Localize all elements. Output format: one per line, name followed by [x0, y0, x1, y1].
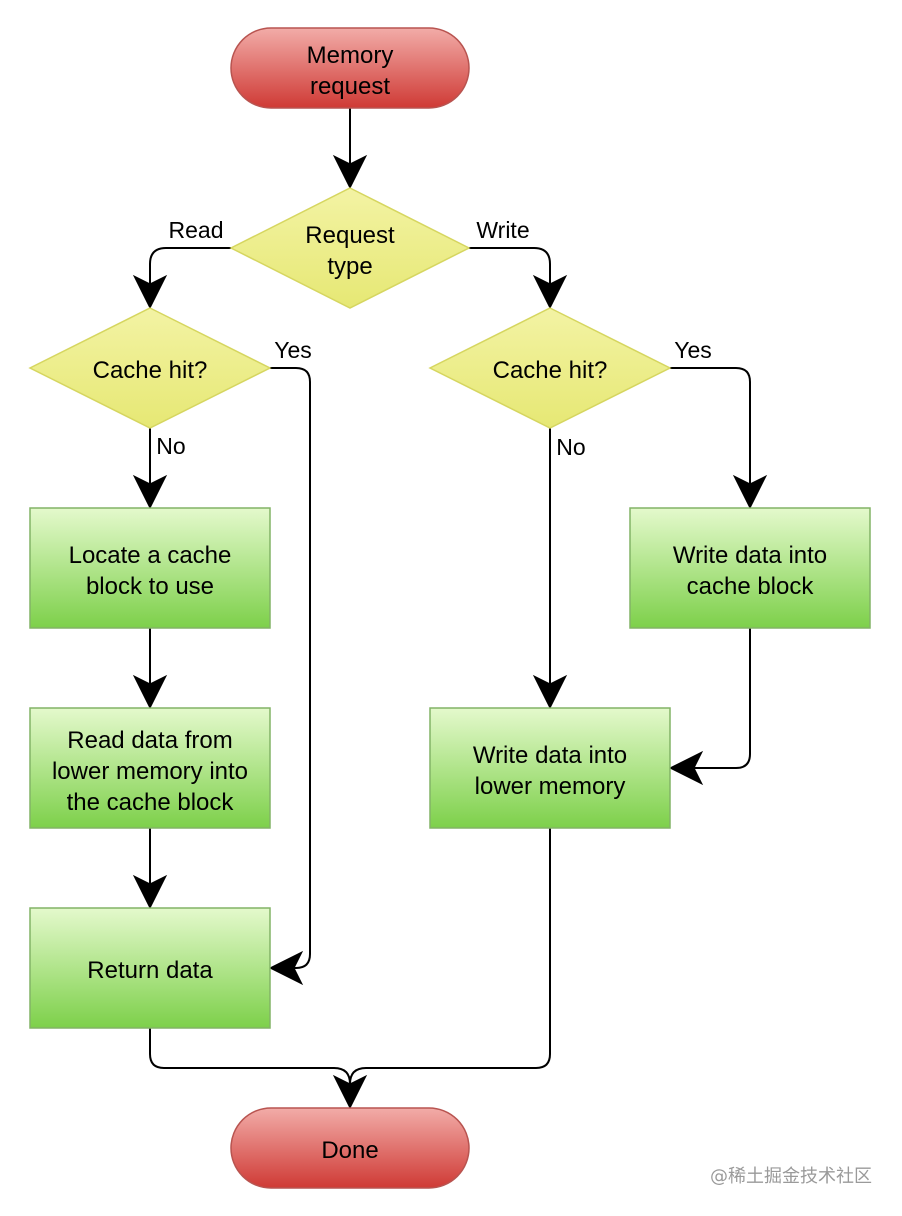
cache-hit-write-decision: Cache hit?: [428, 307, 672, 429]
locate-block-label-line2: block to use: [86, 573, 214, 600]
edge-label-write-yes: Yes: [674, 337, 712, 363]
watermark: @稀土掘金技术社区: [710, 1166, 872, 1187]
start-node: Memory request: [230, 27, 470, 109]
locate-block-process: Locate a cache block to use: [29, 507, 271, 629]
edge-read-yes: [270, 367, 311, 969]
edge-label-write-no: No: [556, 434, 585, 460]
return-data-label: Return data: [87, 957, 213, 984]
edge-label-read-yes: Yes: [274, 337, 312, 363]
arrowhead-cache-hit-write: [532, 274, 568, 310]
start-label-line2: request: [310, 73, 390, 100]
arrowhead-write-lower-side: [668, 750, 704, 786]
cache-hit-read-decision: Cache hit?: [28, 307, 272, 429]
arrowhead-cache-hit-read: [132, 274, 168, 310]
read-lower-process: Read data from lower memory into the cac…: [29, 707, 271, 829]
write-lower-label-line2: lower memory: [475, 773, 626, 800]
arrowhead-request-type: [332, 154, 368, 190]
request-type-label-line2: type: [327, 253, 372, 280]
arrowhead-write-cache: [732, 474, 768, 510]
arrowhead-locate-block: [132, 474, 168, 510]
edge-write-lower-to-done: [349, 828, 551, 1085]
write-cache-process: Write data into cache block: [629, 507, 871, 629]
request-type-decision: Request type: [229, 187, 471, 309]
write-lower-label-line1: Write data into: [473, 742, 627, 769]
start-label-line1: Memory: [307, 42, 394, 69]
arrowhead-read-lower: [132, 674, 168, 710]
edge-label-read: Read: [169, 217, 224, 243]
read-lower-label-line1: Read data from: [67, 727, 232, 754]
arrowheads: [132, 154, 768, 1110]
edge-read-branch: [149, 247, 231, 308]
write-cache-label-line1: Write data into: [673, 542, 827, 569]
arrowhead-done: [332, 1074, 368, 1110]
edge-return-to-done: [149, 1028, 351, 1106]
read-lower-label-line3: the cache block: [67, 789, 235, 816]
write-cache-label-line2: cache block: [687, 573, 815, 600]
connectors: [149, 108, 751, 1106]
arrowhead-return-data-top: [132, 874, 168, 910]
edge-label-read-no: No: [156, 433, 185, 459]
write-lower-process: Write data into lower memory: [429, 707, 671, 829]
return-data-process: Return data: [29, 907, 271, 1029]
request-type-label-line1: Request: [305, 222, 395, 249]
edge-write-cache-to-write-lower: [672, 628, 751, 769]
edge-write-yes: [670, 367, 751, 508]
done-label: Done: [321, 1137, 378, 1164]
edge-labels: Read Write Yes No Yes No: [156, 217, 711, 460]
cache-hit-write-label: Cache hit?: [493, 357, 608, 384]
edge-label-write: Write: [476, 217, 529, 243]
done-node: Done: [230, 1107, 470, 1189]
arrowhead-return-data-side: [268, 950, 304, 986]
cache-hit-read-label: Cache hit?: [93, 357, 208, 384]
locate-block-label-line1: Locate a cache: [69, 542, 232, 569]
arrowhead-write-lower-top: [532, 674, 568, 710]
edge-write-branch: [469, 247, 551, 308]
read-lower-label-line2: lower memory into: [52, 758, 248, 785]
